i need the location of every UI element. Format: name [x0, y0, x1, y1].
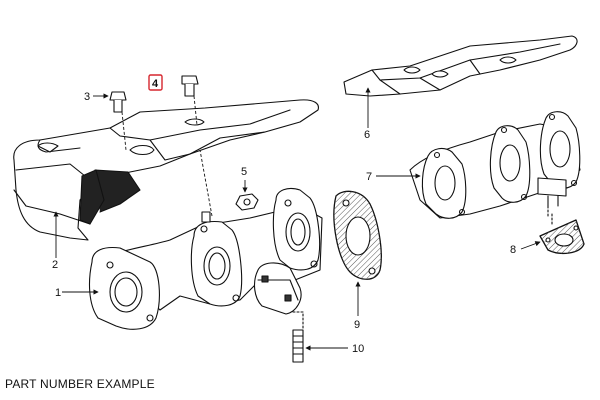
callout-3: 3 — [84, 91, 90, 103]
callout-10: 10 — [352, 343, 364, 355]
callout-6: 6 — [364, 129, 370, 141]
nut-part-5 — [235, 193, 259, 211]
callout-2: 2 — [52, 259, 58, 271]
heat-shield-large — [13, 99, 319, 241]
exhaust-manifold-left — [88, 187, 323, 330]
callout-1: 1 — [55, 287, 61, 299]
bolt-part-3 — [109, 91, 127, 113]
exhaust-manifold-right — [409, 111, 581, 227]
callout-4[interactable]: 4 — [152, 78, 159, 90]
heat-shield-small — [343, 35, 578, 97]
bolt-part-4 — [181, 75, 199, 97]
callout-9: 9 — [354, 319, 360, 331]
gasket-part-9 — [333, 190, 382, 280]
callout-labels: 1 2 3 4 5 6 7 8 9 10 — [52, 74, 516, 355]
gasket-part-8 — [539, 219, 585, 255]
callout-5: 5 — [241, 166, 247, 178]
callout-7: 7 — [366, 171, 372, 183]
callout-8: 8 — [510, 244, 516, 256]
stud-part-10 — [292, 311, 304, 363]
leader-lines — [53, 87, 541, 351]
highlight-box — [148, 74, 163, 91]
diagram-caption: PART NUMBER EXAMPLE — [5, 377, 155, 391]
